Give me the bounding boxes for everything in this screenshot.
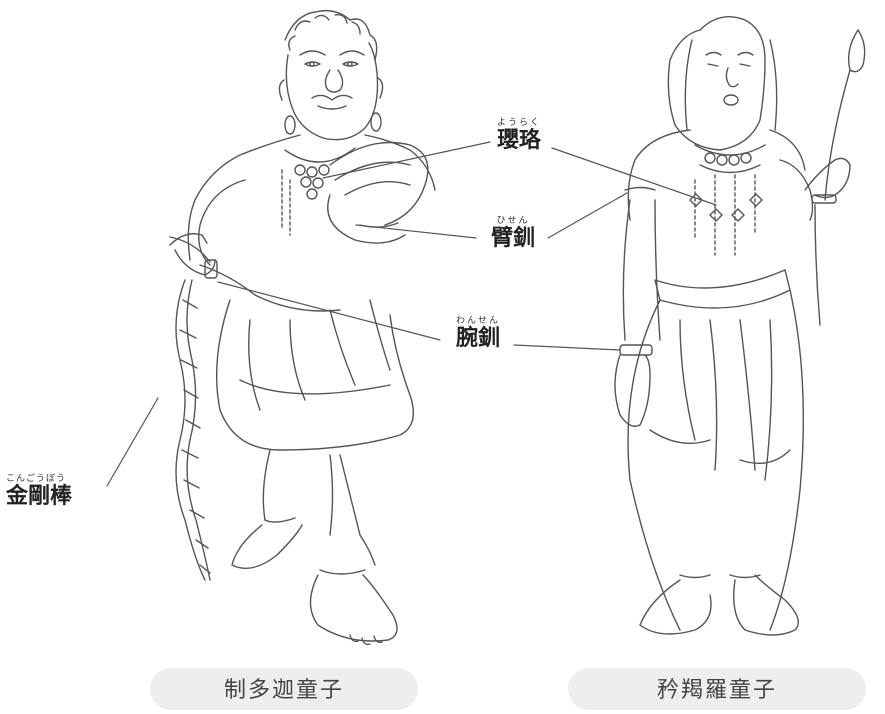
label-yoraku-ruby: ようらく [496, 118, 541, 128]
label-kongobo: こんごうぼう 金剛棒 [6, 474, 106, 510]
label-hisen-text: 臂釧 [490, 226, 535, 251]
label-hisen: ひせん 臂釧 [478, 216, 548, 252]
label-wansen-ruby: わんせん [455, 316, 500, 326]
right-figure-kongara [614, 16, 866, 636]
label-wansen-text: 腕釧 [455, 326, 500, 351]
label-hisen-ruby: ひせん [496, 216, 530, 226]
label-kongobo-ruby: こんごうぼう [6, 474, 67, 484]
leader-lines [106, 141, 717, 487]
left-figure-name: 制多迦童子 [150, 668, 418, 710]
label-kongobo-text: 金剛棒 [6, 484, 73, 509]
right-figure-name: 矜羯羅童子 [568, 668, 866, 710]
left-figure-seitaka [169, 9, 436, 646]
label-wansen: わんせん 腕釧 [442, 316, 514, 352]
label-yoraku: ようらく 瓔珞 [484, 118, 554, 154]
label-yoraku-text: 瓔珞 [496, 128, 541, 153]
